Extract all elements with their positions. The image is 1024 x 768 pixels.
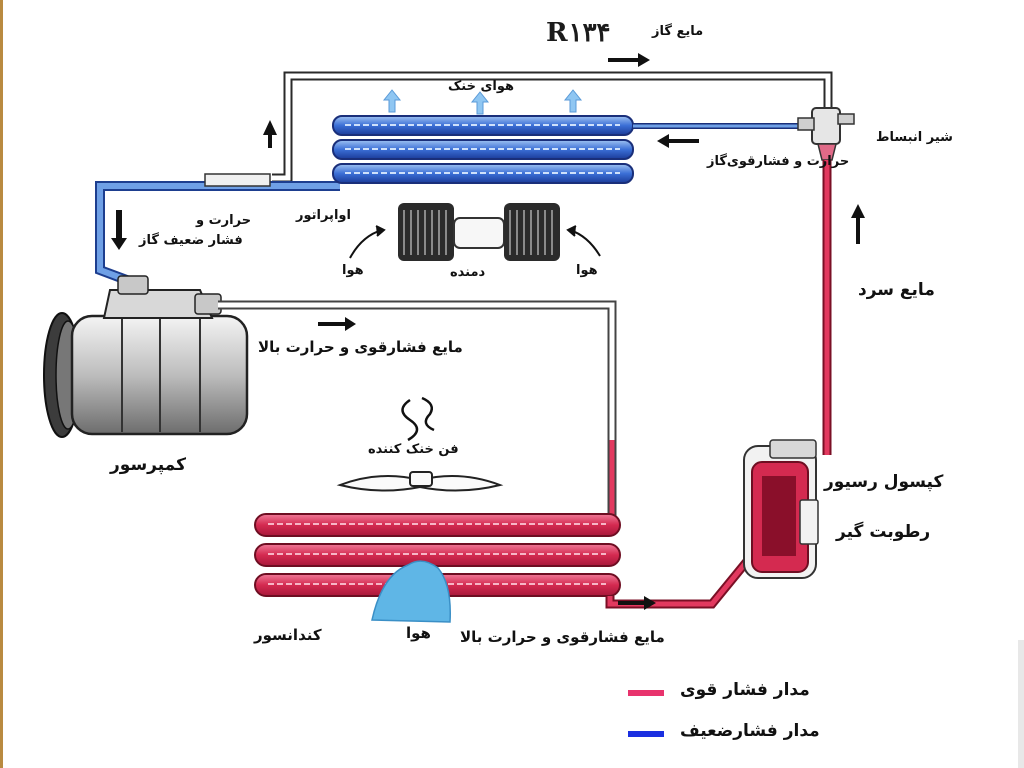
lp-gas-label-line1: حرارت و [196,213,252,228]
top-pipe [272,71,833,183]
cold-liquid-label: مایع سرد [858,280,935,300]
flow-arrows [111,53,865,610]
lp-gas-label-line2: فشار ضعیف گاز [139,233,243,248]
receiver-label-line1: کپسول رسیور [824,472,944,492]
receiver-drier [743,439,819,579]
gas-liquid-label: مایع گاز [652,24,704,39]
compressor-label: کمپرسور [110,455,186,475]
condenser-air-label: هوا [406,624,431,642]
condenser-air [371,560,451,623]
expansion-valve-label: شیر انبساط [876,130,953,145]
cooling-fan [336,471,504,492]
condenser-outlet-pipe [605,557,752,609]
hp-gas-label: حرارت و فشارقوی‌گاز [707,154,850,169]
discharge-pipe [218,300,617,518]
hp-liquid-bottom-label: مایع فشارقوی و حرارت بالا [460,628,665,646]
expansion-valve [797,107,855,161]
legend-high-pressure-swatch [628,690,664,696]
blower [398,203,560,261]
legend-low-pressure-swatch [628,731,664,737]
page-left-border [0,0,3,768]
air-right-label: هوا [576,263,598,278]
refrigerant-title: R۱۳۴ [546,18,611,48]
hp-liquid-top-label: مایع فشارقوی و حرارت بالا [258,338,463,356]
pipe-fitting [204,173,271,187]
blower-label: دمنده [450,265,486,280]
legend-low-pressure-label: مدار فشارضعیف [680,721,820,741]
legend-high-pressure-label: مدار فشار قوی [680,680,810,700]
compressor [43,275,249,438]
condenser-label: کندانسور [254,626,322,644]
cool-air-arrows [382,89,583,115]
heat-wave-icon [401,396,435,442]
air-intake-arrows [349,225,601,259]
receiver-label-line2: رطوبت گیر [836,522,931,542]
evaporator [332,115,634,184]
cool-air-label: هوای خنک [448,79,515,94]
air-left-label: هوا [342,263,364,278]
cooling-fan-label: فن خنک کننده [368,442,459,457]
evaporator-label: اواپراتور [296,208,351,223]
page-right-edge [1018,640,1024,768]
